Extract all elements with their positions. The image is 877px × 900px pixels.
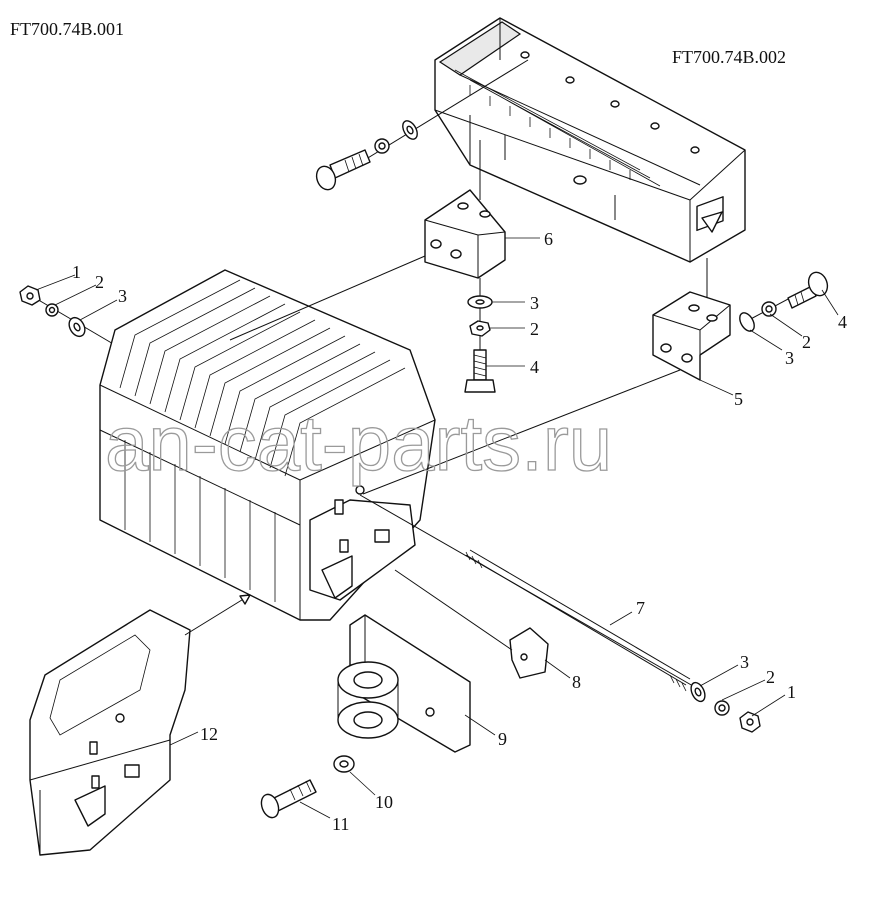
callout-labels: 1 2 3 6 3 2 4 4 2 3 5 7 3 2 1 8 9 12 10 bbox=[35, 229, 847, 834]
callout-2-right: 2 bbox=[802, 332, 811, 352]
bolt-4-center bbox=[464, 349, 496, 393]
brand-logo-icon bbox=[321, 555, 353, 599]
callout-7: 7 bbox=[636, 598, 645, 618]
assembly-code-main: FT700.74B.001 bbox=[10, 19, 124, 39]
callout-12: 12 bbox=[200, 724, 218, 744]
bolt-11 bbox=[260, 779, 317, 819]
spacer-block-8 bbox=[509, 627, 549, 679]
callout-1-left: 1 bbox=[72, 262, 81, 282]
callout-3-left: 3 bbox=[118, 286, 127, 306]
callout-4-center: 4 bbox=[530, 357, 539, 377]
callout-1-rod: 1 bbox=[787, 682, 796, 702]
weight-stack bbox=[99, 269, 436, 621]
callout-6: 6 bbox=[544, 229, 553, 249]
angle-bracket-5 bbox=[652, 291, 731, 381]
callout-3-rod: 3 bbox=[740, 652, 749, 672]
callout-4-right: 4 bbox=[838, 312, 847, 332]
callout-2-left: 2 bbox=[95, 272, 104, 292]
washer-10 bbox=[333, 755, 355, 773]
single-weight-plate-12 bbox=[29, 609, 191, 856]
rod-end-fasteners bbox=[690, 681, 761, 733]
callout-3-center: 3 bbox=[530, 293, 539, 313]
bolt-icon bbox=[329, 149, 371, 179]
left-fastener-assembly bbox=[19, 285, 116, 346]
callout-9: 9 bbox=[498, 729, 507, 749]
washer-3-center bbox=[467, 295, 493, 309]
watermark: an-cat-parts.ru bbox=[105, 399, 612, 487]
nut-2-center bbox=[469, 320, 491, 337]
callout-5: 5 bbox=[734, 389, 743, 409]
spacer-block-6 bbox=[424, 189, 506, 279]
callout-3-right: 3 bbox=[785, 348, 794, 368]
top-bolt-assembly bbox=[315, 59, 529, 191]
callout-8: 8 bbox=[572, 672, 581, 692]
brand-logo-icon bbox=[701, 211, 723, 233]
callout-2-rod: 2 bbox=[766, 667, 775, 687]
clevis-hitch-9 bbox=[337, 614, 471, 753]
right-bolt-assembly bbox=[739, 271, 829, 332]
callout-2-center: 2 bbox=[530, 319, 539, 339]
assembly-code-bracket: FT700.74B.002 bbox=[672, 47, 786, 67]
mounting-bracket-rail bbox=[434, 17, 746, 263]
threaded-rod-7 bbox=[359, 494, 701, 692]
callout-10: 10 bbox=[375, 792, 393, 812]
callout-11: 11 bbox=[332, 814, 349, 834]
